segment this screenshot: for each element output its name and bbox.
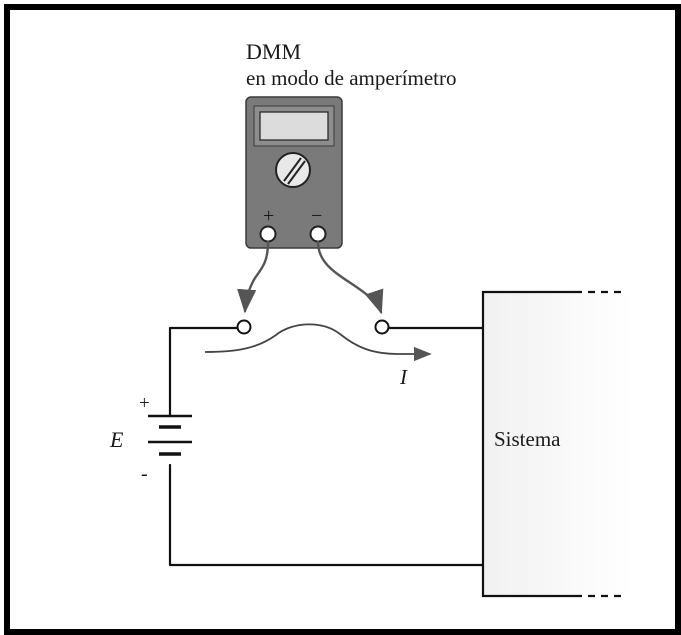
battery-symbol [148,414,192,456]
meter-subtitle: en modo de amperímetro [246,66,457,90]
battery-plus-sign: + [139,393,150,414]
meter-title: DMM [246,39,301,64]
system-block [481,290,633,598]
source-label: E [109,427,124,452]
break-terminal-left [236,319,252,335]
dmm-meter: + − [245,96,343,249]
negative-test-lead [316,240,384,315]
meter-minus-jack [309,225,327,243]
meter-dial-icon [275,152,311,188]
circuit-wires [168,326,484,567]
meter-plus-sign: + [263,205,274,227]
system-label: Sistema [494,427,561,451]
meter-display [259,111,329,141]
break-terminal-right [374,319,390,335]
current-flow-arrow [204,323,432,362]
meter-plus-jack [259,225,277,243]
positive-test-lead [237,240,270,314]
battery-minus-sign: - [141,463,148,485]
meter-minus-sign: − [311,205,322,227]
current-label: I [399,365,408,389]
